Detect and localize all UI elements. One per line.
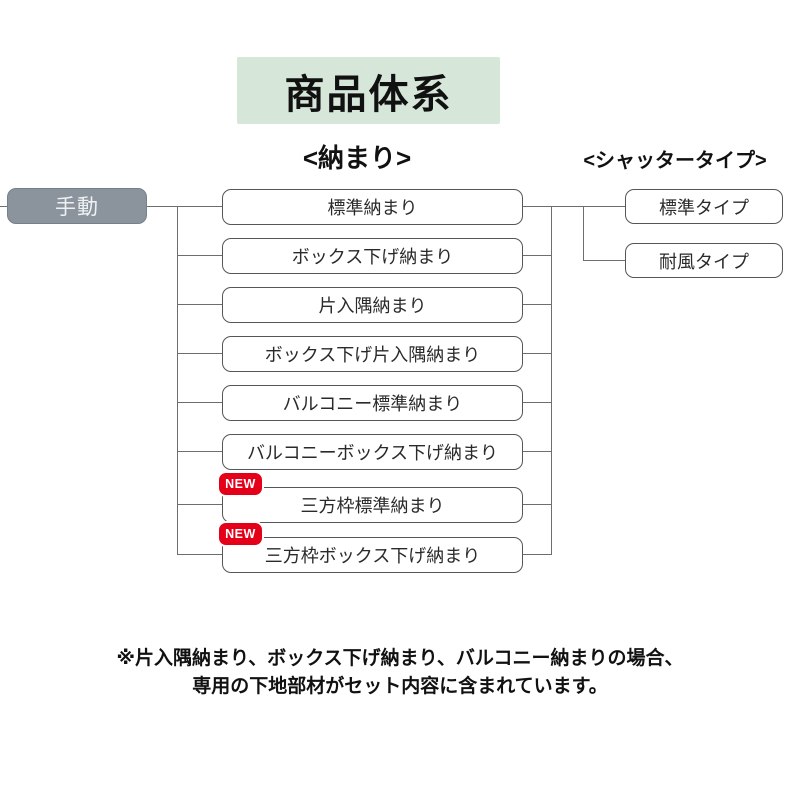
heading-shutter-type: <シャッタータイプ> bbox=[583, 150, 767, 172]
new-badge: NEW bbox=[217, 471, 264, 497]
node-osamari-balcony-standard: バルコニー標準納まり bbox=[222, 385, 523, 421]
connector-line bbox=[523, 554, 551, 555]
connector-line bbox=[147, 206, 178, 207]
node-osamari-standard: 標準納まり bbox=[222, 189, 523, 225]
footnote: ※片入隅納まり、ボックス下げ納まり、バルコニー納まりの場合、 専用の下地部材がセ… bbox=[50, 645, 750, 701]
connector-line bbox=[177, 451, 222, 452]
connector-line bbox=[177, 554, 222, 555]
connector-line bbox=[523, 255, 551, 256]
node-osamari-threeway-box-lowered: 三方枠ボックス下げ納まり bbox=[222, 537, 523, 573]
connector-trunk-left bbox=[177, 206, 178, 555]
node-osamari-threeway-standard: 三方枠標準納まり bbox=[222, 487, 523, 523]
connector-line bbox=[523, 206, 551, 207]
node-osamari-box-lowered: ボックス下げ納まり bbox=[222, 238, 523, 274]
connector-line bbox=[177, 504, 222, 505]
connector-line bbox=[177, 353, 222, 354]
connector-line bbox=[177, 304, 222, 305]
page-title-label: 商品体系 bbox=[284, 72, 453, 117]
node-shutter-wind-resistant: 耐風タイプ bbox=[625, 243, 783, 278]
footnote-line-1: ※片入隅納まり、ボックス下げ納まり、バルコニー納まりの場合、 bbox=[116, 648, 684, 669]
connector-line bbox=[523, 353, 551, 354]
connector-line bbox=[523, 504, 551, 505]
connector-line bbox=[177, 206, 222, 207]
connector-line bbox=[523, 451, 551, 452]
connector-line bbox=[583, 260, 625, 261]
connector-branch-shutter bbox=[583, 206, 584, 261]
node-shutter-standard: 標準タイプ bbox=[625, 189, 783, 224]
new-badge: NEW bbox=[217, 521, 264, 547]
connector-line bbox=[551, 206, 625, 207]
page-title: 商品体系 bbox=[237, 57, 500, 124]
node-osamari-balcony-box-lowered: バルコニーボックス下げ納まり bbox=[222, 434, 523, 470]
connector-line bbox=[523, 304, 551, 305]
node-osamari-corner: 片入隅納まり bbox=[222, 287, 523, 323]
heading-osamari: <納まり> bbox=[302, 143, 412, 173]
footnote-line-2: 専用の下地部材がセット内容に含まれています。 bbox=[192, 676, 608, 697]
connector-line bbox=[0, 206, 7, 207]
connector-line bbox=[177, 402, 222, 403]
connector-trunk-right bbox=[551, 206, 552, 555]
node-manual: 手動 bbox=[7, 188, 147, 224]
node-osamari-box-lowered-corner: ボックス下げ片入隅納まり bbox=[222, 336, 523, 372]
connector-line bbox=[523, 402, 551, 403]
connector-line bbox=[177, 255, 222, 256]
